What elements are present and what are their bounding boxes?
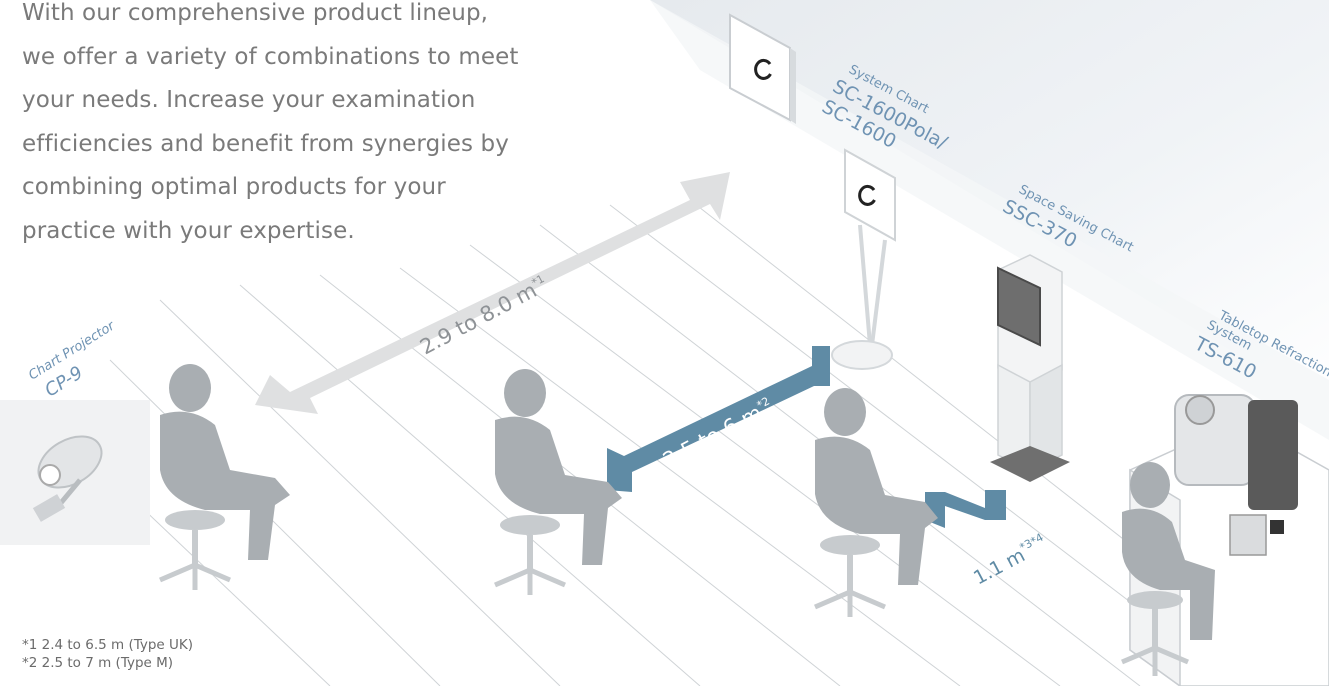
distance-arrow-short [925,490,1006,528]
intro-line: combining optimal products for your [22,174,446,200]
distance-arrow-long [255,172,730,414]
person-1 [159,364,290,590]
intro-line: With our comprehensive product lineup, [22,0,489,26]
person-2 [494,369,622,595]
back-wall-lower [650,0,1329,440]
wall-chart-top [729,13,796,124]
footnote: *1 2.4 to 6.5 m (Type UK) [22,637,194,653]
stand-chart [831,148,896,370]
person-3 [814,388,938,617]
footnotes: *1 2.4 to 6.5 m (Type UK) *2 2.5 to 7 m … [22,636,322,672]
distance-arrow-mid [607,346,830,492]
space-saving-chart-unit [990,254,1070,482]
label-chart-projector: Chart Projector CP-9 [26,318,119,402]
distance-label-long: 2.9 to 8.0 m*1 [416,272,552,359]
intro-line: efficiencies and benefit from synergies … [22,130,509,157]
intro-line: practice with your expertise. [22,217,355,244]
person-4 [1121,462,1215,676]
intro-line: we offer a variety of combinations to me… [22,43,519,70]
chart-projector-device [0,400,150,545]
distance-label-short: 1.1 m*3*4 [969,531,1051,590]
footnote: *2 2.5 to 7 m (Type M) [22,655,174,671]
intro-paragraph: With our comprehensive product lineup, w… [22,0,582,253]
intro-line: your needs. Increase your examination [22,87,476,113]
